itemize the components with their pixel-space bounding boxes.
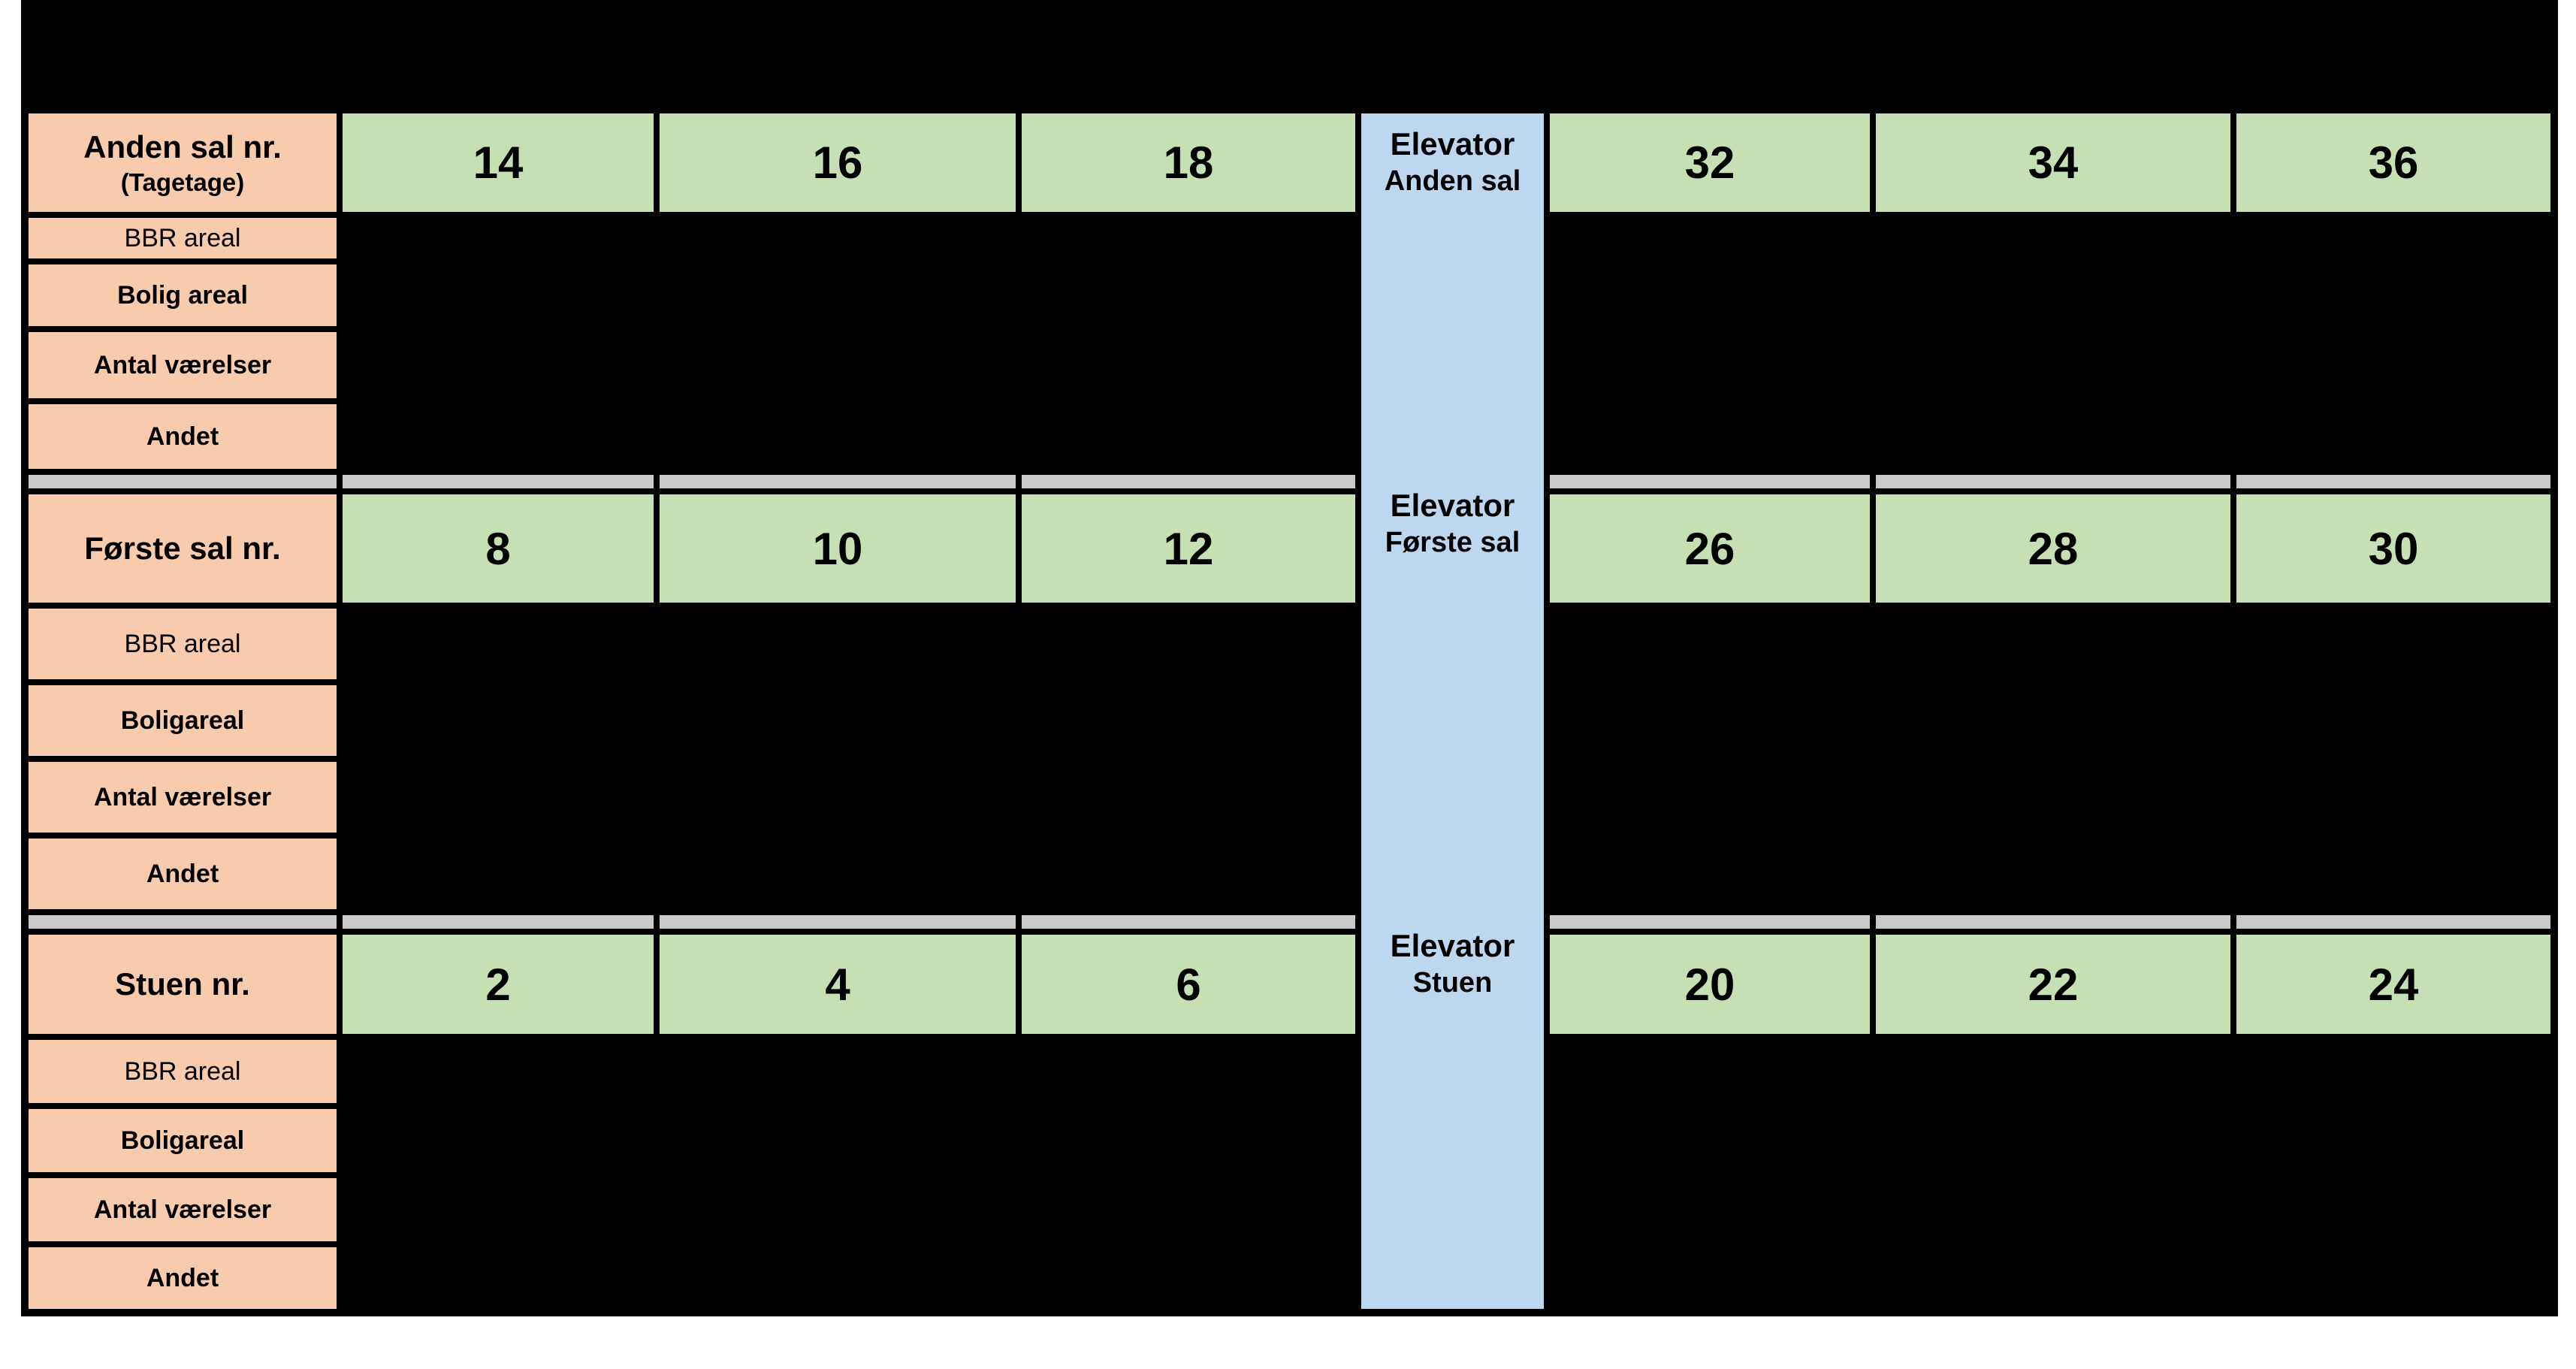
row-label-andet: Andet	[29, 1247, 337, 1309]
unit-cell-4: 4	[660, 935, 1016, 1034]
separator-cell	[343, 475, 654, 488]
separator-cell	[2236, 475, 2550, 488]
unit-cell-22: 22	[1876, 935, 2230, 1034]
elevator-shaft: Elevator Anden sal Elevator Første sal E…	[1361, 113, 1544, 1309]
unit-cell-18: 18	[1022, 113, 1355, 212]
unit-cell-24: 24	[2236, 935, 2550, 1034]
row-label-boligareal: Boligareal	[29, 1109, 337, 1172]
unit-cell-14: 14	[343, 113, 654, 212]
separator-cell	[343, 915, 654, 929]
unit-cell-28: 28	[1876, 494, 2230, 603]
floor-header-note: (Tagetage)	[120, 168, 245, 196]
elevator-floor-name: Anden sal	[1384, 165, 1521, 197]
unit-cell-32: 32	[1550, 113, 1870, 212]
unit-cell-36: 36	[2236, 113, 2550, 212]
row-label-bbr-areal: BBR areal	[29, 609, 337, 679]
separator-cell	[1550, 475, 1870, 488]
separator-cell	[1550, 915, 1870, 929]
floor-header-label: Anden sal nr.	[83, 129, 282, 165]
separator-cell	[1876, 475, 2230, 488]
elevator-label-stuen: Elevator Stuen	[1361, 926, 1544, 999]
separator-cell	[29, 915, 337, 929]
unit-cell-6: 6	[1022, 935, 1355, 1034]
unit-cell-2: 2	[343, 935, 654, 1034]
elevator-title: Elevator	[1390, 928, 1515, 963]
elevator-label-foerste-sal: Elevator Første sal	[1361, 485, 1544, 559]
floor-header-label: Første sal nr.	[84, 530, 281, 566]
floor-header-label: Stuen nr.	[115, 966, 250, 1002]
unit-cell-8: 8	[343, 494, 654, 603]
row-label-andet: Andet	[29, 404, 337, 469]
unit-cell-26: 26	[1550, 494, 1870, 603]
building-table: Elevator Anden sal Elevator Første sal E…	[21, 0, 2558, 1316]
floor-header-foerste-sal: Første sal nr.	[29, 494, 337, 603]
elevator-floor-name: Stuen	[1412, 966, 1493, 999]
unit-cell-34: 34	[1876, 113, 2230, 212]
row-label-bbr-areal: BBR areal	[29, 1040, 337, 1103]
unit-cell-20: 20	[1550, 935, 1870, 1034]
separator-cell	[1022, 915, 1355, 929]
row-label-antal-vaerelser: Antal værelser	[29, 762, 337, 833]
separator-cell	[660, 915, 1016, 929]
unit-cell-16: 16	[660, 113, 1016, 212]
separator-cell	[1876, 915, 2230, 929]
row-label-bolig-areal: Bolig areal	[29, 264, 337, 326]
row-label-andet: Andet	[29, 839, 337, 909]
separator-cell	[29, 475, 337, 488]
separator-cell	[2236, 915, 2550, 929]
row-label-antal-vaerelser: Antal værelser	[29, 332, 337, 398]
separator-cell	[660, 475, 1016, 488]
unit-cell-12: 12	[1022, 494, 1355, 603]
top-black-band	[21, 0, 2558, 113]
row-label-antal-vaerelser: Antal værelser	[29, 1178, 337, 1241]
floor-header-stuen: Stuen nr.	[29, 935, 337, 1034]
floor-header-anden-sal: Anden sal nr. (Tagetage)	[29, 113, 337, 212]
row-label-boligareal: Boligareal	[29, 685, 337, 756]
elevator-floor-name: Første sal	[1385, 526, 1521, 558]
unit-cell-30: 30	[2236, 494, 2550, 603]
unit-cell-10: 10	[660, 494, 1016, 603]
elevator-label-anden-sal: Elevator Anden sal	[1361, 124, 1544, 198]
elevator-title: Elevator	[1390, 126, 1515, 162]
elevator-title: Elevator	[1390, 488, 1515, 523]
row-label-bbr-areal: BBR areal	[29, 218, 337, 258]
separator-cell	[1022, 475, 1355, 488]
